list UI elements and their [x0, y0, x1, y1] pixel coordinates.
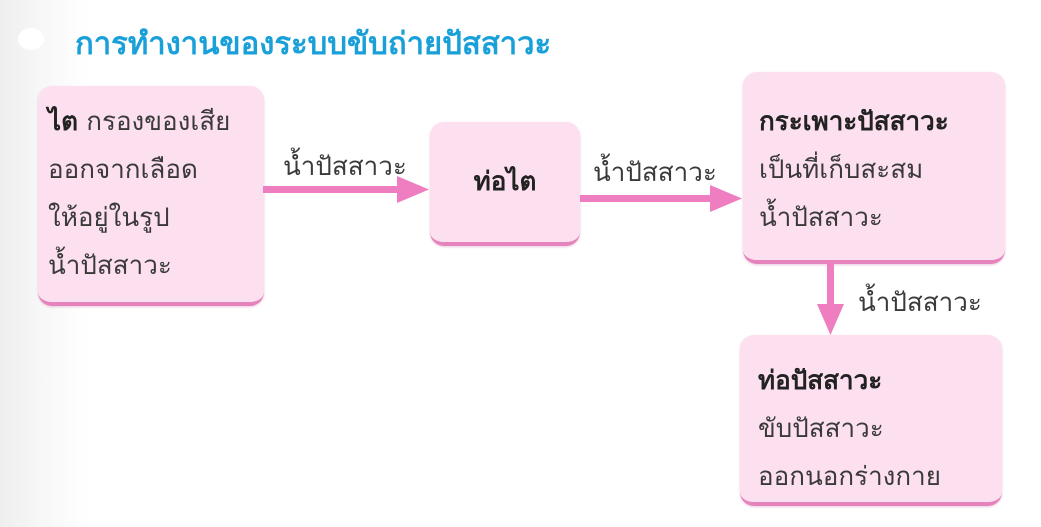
kidney-name: ไต	[48, 107, 78, 137]
arrow-bladder-to-urethra	[817, 262, 844, 335]
urethra-desc-1: ขับปัสสาวะ	[758, 414, 884, 444]
edge-label-3: น้ำปัสสาวะ	[858, 288, 982, 318]
urethra-name: ท่อปัสสาวะ	[758, 357, 1002, 405]
urethra-name-text: ท่อปัสสาวะ	[758, 366, 883, 396]
kidney-line-1: ไต กรองของเสีย	[48, 98, 264, 146]
bullet-marker	[18, 28, 44, 50]
kidney-desc-1: กรองของเสีย	[86, 107, 231, 137]
edge-label-1: น้ำปัสสาวะ	[283, 152, 407, 182]
kidney-desc-3: ให้อยู่ในรูป	[48, 203, 170, 233]
kidney-box: ไต กรองของเสีย ออกจากเลือด ให้อยู่ในรูป …	[38, 86, 264, 306]
edge-label-2: น้ำปัสสาวะ	[593, 158, 717, 188]
bladder-box: กระเพาะปัสสาวะ เป็นที่เก็บสะสม น้ำปัสสาว…	[743, 72, 1005, 264]
urethra-desc-2: ออกนอกร่างกาย	[758, 462, 941, 492]
kidney-desc-4: น้ำปัสสาวะ	[48, 251, 172, 281]
kidney-desc-2: ออกจากเลือด	[48, 155, 198, 185]
bladder-name: กระเพาะปัสสาวะ	[759, 98, 1005, 146]
bladder-desc-2: น้ำปัสสาวะ	[759, 203, 883, 233]
bladder-name-text: กระเพาะปัสสาวะ	[759, 107, 949, 137]
urethra-box: ท่อปัสสาวะ ขับปัสสาวะ ออกนอกร่างกาย	[740, 335, 1002, 506]
ureter-name: ท่อไต	[473, 167, 537, 197]
diagram-title: การทำงานของระบบขับถ่ายปัสสาวะ	[75, 26, 552, 62]
arrow-ureter-to-bladder	[580, 185, 742, 212]
ureter-box: ท่อไต	[430, 122, 580, 246]
arrow-kidney-to-ureter	[263, 176, 429, 203]
bladder-desc-1: เป็นที่เก็บสะสม	[759, 155, 924, 185]
